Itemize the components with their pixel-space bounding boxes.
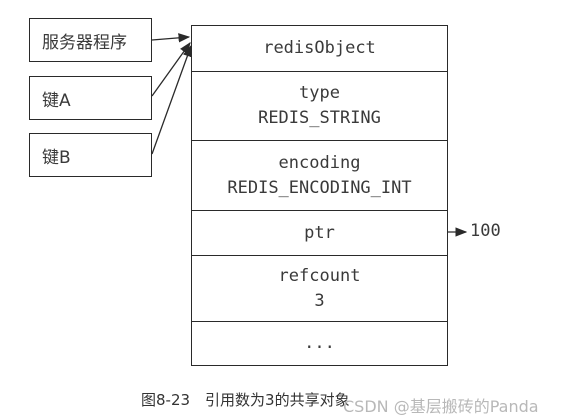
refcount-field-value: 3	[314, 290, 325, 311]
ptr-field-label: ptr	[304, 222, 335, 243]
arrow-keyB-to-object	[151, 44, 192, 155]
reference-server-program-label: 服务器程序	[42, 32, 127, 53]
type-field-value: REDIS_STRING	[258, 108, 381, 128]
watermark: CSDN @基层搬砖的Panda	[343, 397, 539, 416]
refcount-field: refcount 3	[192, 256, 447, 322]
encoding-field: encoding REDIS_ENCODING_INT	[192, 141, 447, 211]
ellipsis-text: ...	[304, 332, 335, 353]
type-field: type REDIS_STRING	[192, 72, 447, 141]
arrow-keyA-to-object	[151, 42, 191, 97]
reference-key-b-label: 键B	[42, 147, 71, 168]
ptr-field: ptr	[192, 211, 447, 256]
encoding-field-label: encoding	[278, 152, 361, 173]
arrow-server-to-object	[151, 33, 191, 43]
ptr-target-value: 100	[470, 221, 501, 241]
refcount-field-label: refcount	[278, 265, 361, 286]
reference-key-a: 键A	[29, 76, 152, 120]
reference-server-program: 服务器程序	[29, 18, 152, 62]
type-field-label: type	[299, 83, 340, 103]
reference-key-b: 键B	[29, 133, 152, 177]
figure-caption: 图8-23 引用数为3的共享对象	[141, 391, 350, 409]
reference-key-a-label: 键A	[42, 90, 71, 111]
redis-object-title: redisObject	[263, 38, 376, 58]
redis-object-box: redisObject type REDIS_STRING encoding R…	[191, 25, 448, 366]
redis-object-title-cell: redisObject	[192, 26, 447, 72]
ellipsis-field: ...	[192, 322, 447, 364]
encoding-field-value: REDIS_ENCODING_INT	[227, 177, 412, 198]
